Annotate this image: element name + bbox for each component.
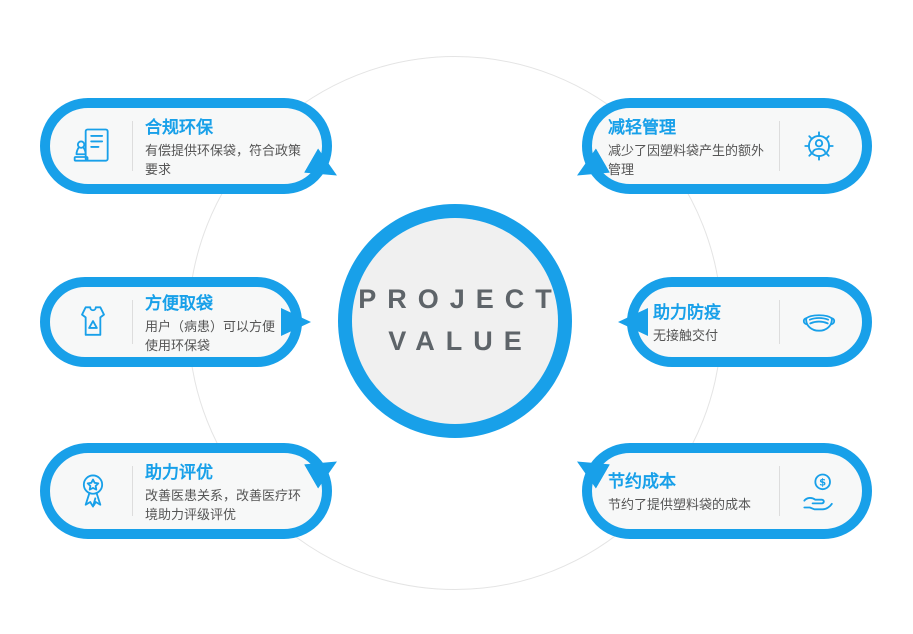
award-medal-icon [66,469,120,513]
card-title: 减轻管理 [608,117,676,137]
value-card-management: 减轻管理 减少了因塑料袋产生的额外管理 [582,98,872,194]
card-desc: 改善医患关系，改善医疗环境助力评级评优 [145,487,302,522]
card-title: 助力评优 [145,462,213,482]
card-desc: 减少了因塑料袋产生的额外管理 [608,142,765,177]
card-divider [132,121,133,171]
recycle-bag-icon [66,300,120,344]
card-title: 方便取袋 [145,293,213,313]
card-desc: 节约了提供塑料袋的成本 [608,497,752,513]
svg-text:$: $ [819,478,826,489]
card-divider [779,466,780,516]
center-title-line2: VALUE [388,326,533,356]
card-divider [779,121,780,171]
stamp-document-icon [66,124,120,168]
card-title: 合规环保 [145,117,213,137]
center-circle-inner: PROJECT VALUE [352,218,558,424]
value-card-convenient-bag: 方便取袋 用户（病患）可以方便使用环保袋 [40,277,311,367]
card-desc: 有偿提供环保袋，符合政策要求 [145,142,302,177]
value-card-cost-saving: 节约成本 节约了提供塑料袋的成本 $ [582,443,872,539]
center-circle: PROJECT VALUE [338,204,572,438]
hand-coin-icon: $ [792,469,846,513]
card-desc: 用户（病患）可以方便使用环保袋 [145,318,276,353]
card-title: 节约成本 [608,472,676,492]
value-card-epidemic-prevention: 助力防疫 无接触交付 [618,277,872,367]
center-title-line1: PROJECT [358,284,563,315]
face-mask-icon [792,300,846,344]
value-card-evaluation: 助力评优 改善医患关系，改善医疗环境助力评级评优 [40,443,332,539]
card-divider [132,466,133,516]
card-desc: 无接触交付 [653,328,719,344]
value-card-compliance: 合规环保 有偿提供环保袋，符合政策要求 [40,98,332,194]
gear-person-icon [792,124,846,168]
card-divider [132,300,133,344]
card-title: 助力防疫 [653,303,721,323]
card-divider [779,300,780,344]
